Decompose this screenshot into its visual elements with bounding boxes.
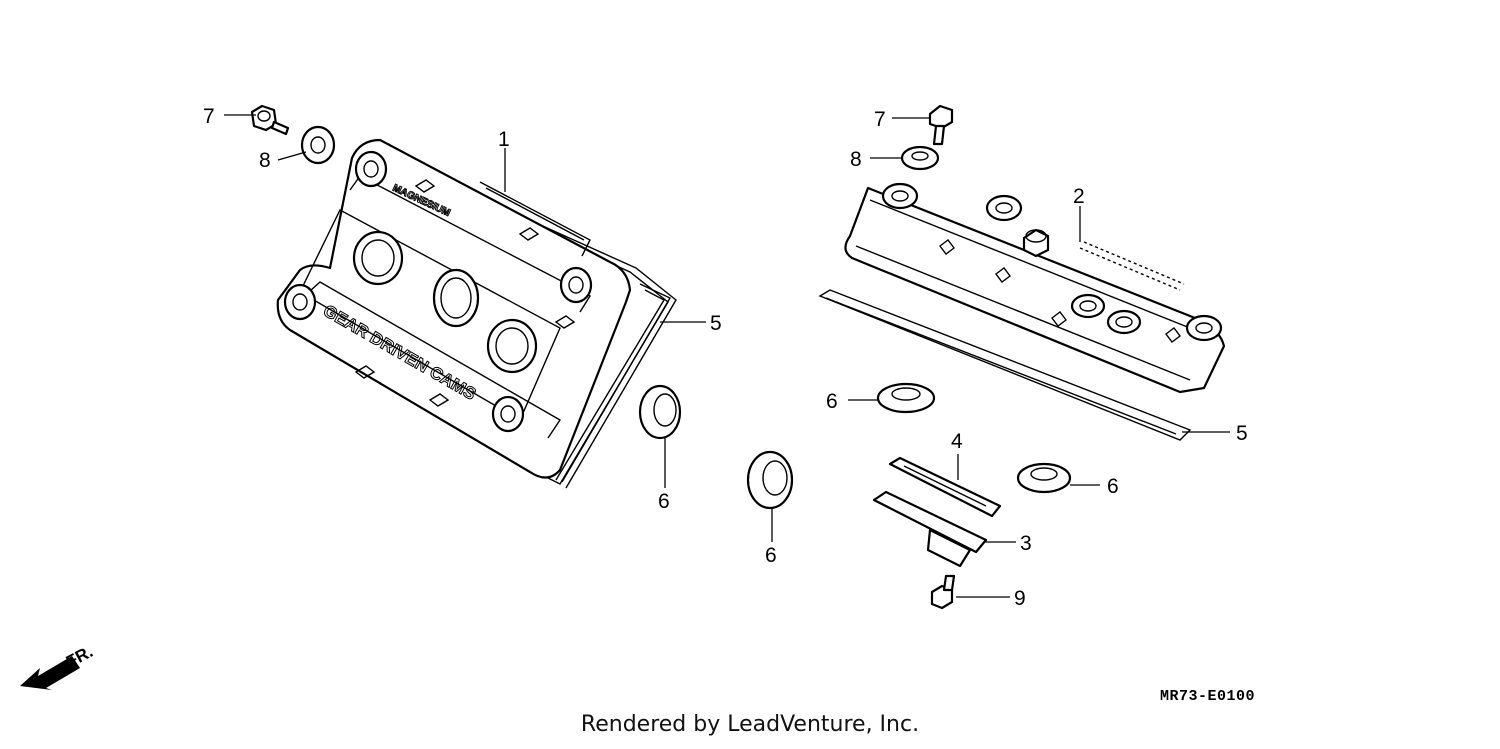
bolt-boss [354,150,388,188]
callout-1: 1 [498,128,510,151]
bolt-right[interactable] [928,104,954,146]
callout-8-left: 8 [259,149,271,172]
bolt-9[interactable] [930,574,956,610]
front-head-cover[interactable]: MAGNESIUM GEAR DRIVEN CAMS [276,138,677,489]
bolt-boss [1106,309,1142,335]
bolt-boss [491,395,525,433]
spark-plug-hole [352,230,404,286]
bolt-boss [881,182,919,210]
rear-head-cover[interactable] [844,182,1226,394]
callout-5-left: 5 [710,312,722,335]
bolt-boss [283,283,317,321]
callout-7-right: 7 [874,108,886,131]
bolt-boss [1070,293,1106,319]
bolt-boss [559,266,593,304]
seal-right-upper[interactable] [876,382,936,414]
washer-left[interactable] [300,125,336,165]
rear-gasket[interactable] [818,289,1192,441]
plate-3[interactable] [872,490,988,568]
footer-credit: Rendered by LeadVenture, Inc. [580,712,920,737]
seal-center[interactable] [746,450,794,510]
callout-8-right: 8 [850,148,862,171]
callout-6-center: 6 [765,544,777,567]
callout-6-right-lower: 6 [1107,475,1119,498]
seal-right-lower[interactable] [1016,462,1072,494]
spark-plug-hole [486,318,538,374]
callout-3: 3 [1020,532,1032,555]
callout-9: 9 [1014,587,1026,610]
seal-left[interactable] [638,384,682,440]
front-arrow-icon: FR. [20,642,96,690]
gasket-4[interactable] [888,456,1002,518]
spark-plug-hole [432,268,480,328]
callout-6-left: 6 [658,490,670,513]
bolt-left[interactable] [250,104,290,136]
washer-right[interactable] [900,145,940,171]
callout-6-right-upper: 6 [826,390,838,413]
bolt-boss [1185,314,1223,342]
callout-2: 2 [1073,185,1085,208]
drawing-code: MR73-E0100 [1160,688,1256,705]
callout-4: 4 [951,430,963,453]
callout-7-left: 7 [203,105,215,128]
leader-lines [224,114,1230,598]
bolt-boss [985,194,1023,222]
callout-5-right: 5 [1236,422,1248,445]
